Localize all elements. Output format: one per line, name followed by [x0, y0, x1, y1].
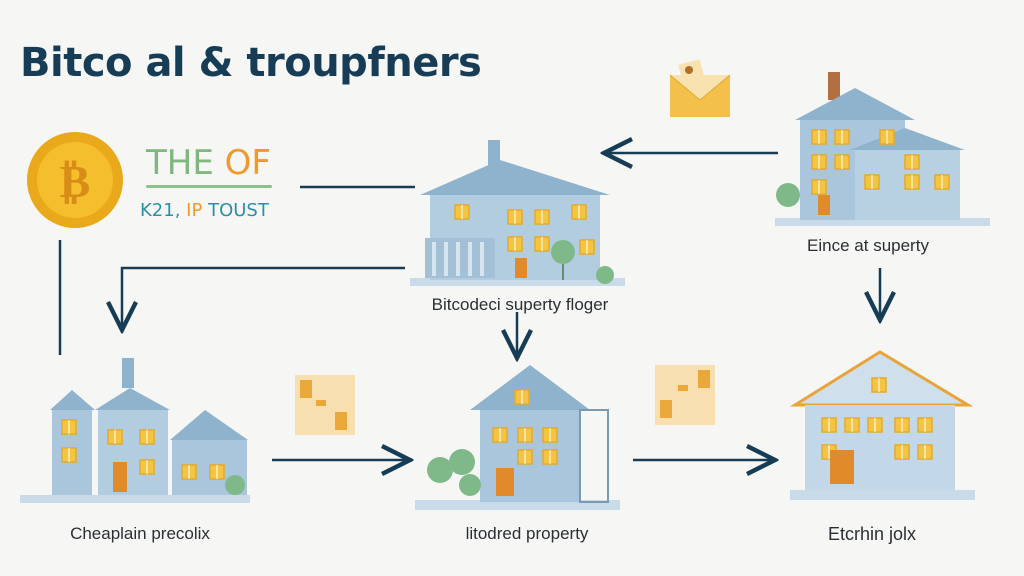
- tagline-heading: THE OF: [146, 143, 271, 183]
- tagline-sub2: IP: [186, 200, 203, 221]
- page-title: Bitco al & troupfners: [20, 40, 482, 86]
- tagline-part2: OF: [224, 143, 271, 183]
- bitcoin-coin-icon: ₿: [27, 132, 123, 228]
- document-icon: [295, 375, 355, 435]
- house-bottom-left: [20, 358, 250, 503]
- house-bottom-center: [415, 365, 620, 510]
- label-top-right: Eince at superty: [807, 236, 929, 255]
- tagline-part1: THE: [146, 143, 214, 183]
- document-icon: [655, 365, 715, 425]
- tagline-sub3: TOUST: [208, 200, 269, 221]
- label-bottom-center: litodred property: [465, 524, 589, 543]
- tagline-underline: [146, 185, 272, 188]
- envelope-icon: [669, 59, 731, 117]
- house-top-right: [775, 72, 990, 226]
- arrow-down: [122, 266, 405, 330]
- house-bottom-right: [789, 350, 975, 500]
- label-top-center: Bitcodeci superty floger: [431, 295, 609, 314]
- tagline-sub: K21, IP TOUST: [140, 200, 269, 221]
- svg-text:₿: ₿: [60, 154, 91, 208]
- label-bottom-right: Etcrhin jolx: [827, 524, 917, 544]
- label-bottom-left: Cheaplain precolix: [70, 524, 210, 543]
- tagline-sub1: K21,: [140, 200, 181, 221]
- house-top-center: [410, 140, 625, 286]
